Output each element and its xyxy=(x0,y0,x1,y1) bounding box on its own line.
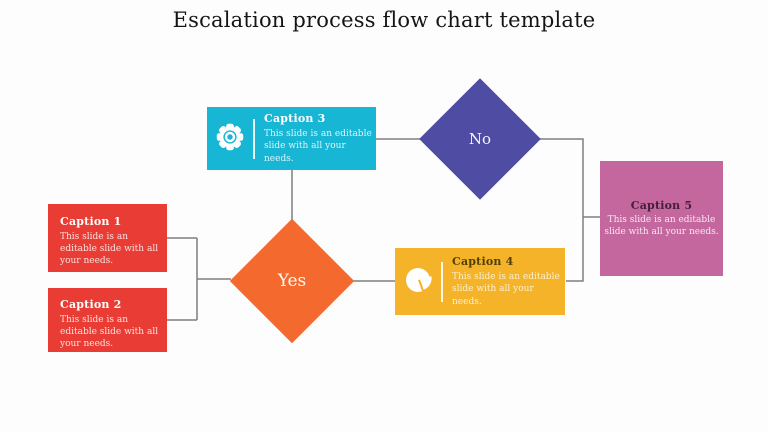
vertical-divider xyxy=(441,261,443,302)
caption4-label: Caption 4 xyxy=(452,255,514,269)
yes-label: Yes xyxy=(277,271,307,291)
caption1-body: This slide is an editable slide with all… xyxy=(60,232,159,267)
gear-icon xyxy=(213,120,247,158)
caption3-body: This slide is an editable slide with all… xyxy=(264,129,372,164)
flow-node-caption3[interactable]: Caption 3 This slide is an editable slid… xyxy=(207,107,376,170)
caption1-label: Caption 1 xyxy=(60,215,122,228)
flow-node-no[interactable]: No xyxy=(419,78,541,200)
flow-node-caption4[interactable]: Caption 4 This slide is an editable slid… xyxy=(395,248,565,315)
pie-chart-icon xyxy=(402,264,434,300)
caption2-body: This slide is an editable slide with all… xyxy=(60,315,159,350)
flow-node-yes[interactable]: Yes xyxy=(229,218,355,344)
no-label: No xyxy=(468,130,492,148)
flow-node-caption1[interactable]: Caption 1 This slide is an editable slid… xyxy=(48,204,167,272)
vertical-divider xyxy=(253,118,255,159)
connector-no-elbow xyxy=(539,138,584,282)
caption4-body: This slide is an editable slide with all… xyxy=(452,272,560,307)
caption2-label: Caption 2 xyxy=(60,298,122,311)
flow-node-caption2[interactable]: Caption 2 This slide is an editable slid… xyxy=(48,288,167,352)
caption5-body: This slide is an editable slide with all… xyxy=(604,214,719,237)
page-title: Escalation process flow chart template xyxy=(172,8,596,32)
caption5-label: Caption 5 xyxy=(630,198,693,212)
flow-node-caption5[interactable]: Caption 5 This slide is an editable slid… xyxy=(600,161,723,276)
caption3-label: Caption 3 xyxy=(264,112,326,126)
